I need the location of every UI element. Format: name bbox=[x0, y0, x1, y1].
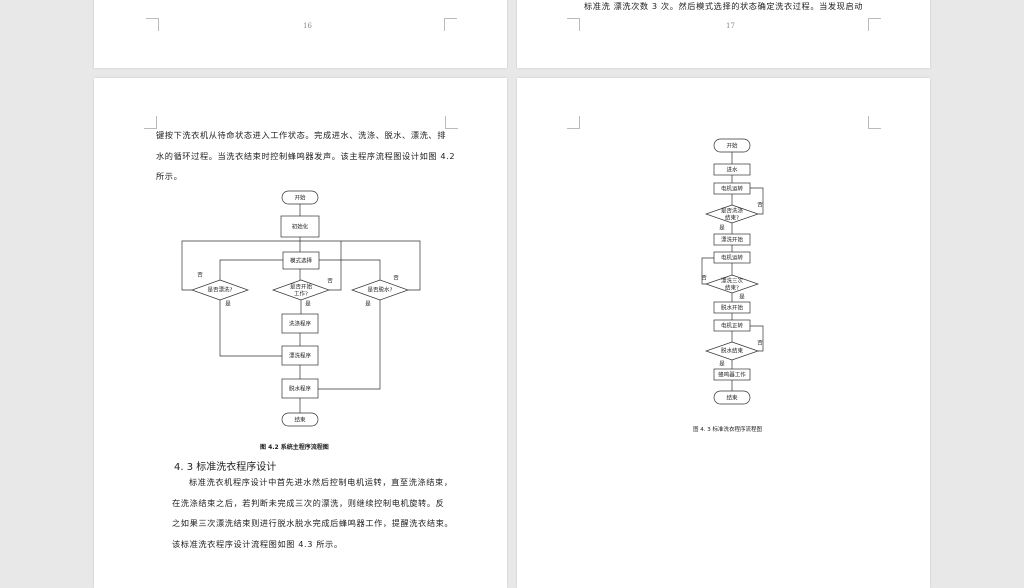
flow-text: 脱水结束 bbox=[721, 347, 744, 355]
margin-mark bbox=[146, 18, 159, 31]
flow-text: 初始化 bbox=[292, 223, 309, 231]
body-line: 键按下洗衣机从待命状态进入工作状态。完成进水、洗涤、脱水、漂洗、排 bbox=[156, 130, 446, 140]
flow-text: 结束? bbox=[725, 284, 739, 292]
figure-caption: 图 4.2 系统主程序流程图 bbox=[260, 444, 329, 451]
page-number: 16 bbox=[303, 22, 312, 30]
flow-text: 工作? bbox=[294, 290, 308, 298]
flow-text: 否 bbox=[197, 272, 203, 279]
body-line: 标准洗衣机程序设计中首先进水然后控制电机运转，直至洗涤结束， bbox=[189, 477, 453, 487]
flow-mode bbox=[282, 251, 320, 270]
flow-text: 开始 bbox=[726, 142, 738, 150]
body-line: 之如果三次漂洗结束则进行脱水脱水完成后蜂鸣器工作，提醒洗衣结束。 bbox=[172, 518, 454, 528]
flow-text: 洗涤程序 bbox=[289, 320, 312, 328]
flow-text: 漂洗开始 bbox=[721, 236, 744, 244]
flow-text: 是 bbox=[225, 301, 231, 308]
flow-text: 开始 bbox=[294, 194, 306, 202]
flow-arrows bbox=[299, 204, 302, 413]
page-18: 键按下洗衣机从待命状态进入工作状态。完成进水、洗涤、脱水、漂洗、排 水的循环过程… bbox=[94, 78, 507, 588]
flow-text: 电机正转 bbox=[721, 322, 744, 330]
body-text: 标准洗 漂洗次数 3 次。然后模式选择的状态确定洗衣过程。当发现启动 bbox=[584, 1, 864, 11]
flow-text: 电机运转 bbox=[721, 185, 744, 193]
margin-mark bbox=[144, 116, 157, 129]
flow-text: 电机运转 bbox=[721, 254, 744, 262]
flow-text: 是 bbox=[305, 301, 311, 308]
flow-text: 是 bbox=[739, 294, 745, 301]
flow-text: 结束? bbox=[725, 214, 739, 222]
flow-text: 是否漂洗? bbox=[208, 286, 233, 294]
flow-text: 是否洗涤 bbox=[721, 207, 744, 215]
flow-text: 脱水程序 bbox=[289, 385, 312, 393]
flow-branch-lines bbox=[219, 259, 381, 280]
flow-text: 是 bbox=[719, 225, 725, 232]
flow-text: 模式选择 bbox=[290, 257, 313, 265]
flow-text: 否 bbox=[327, 278, 333, 285]
flow-text: 否 bbox=[393, 275, 399, 282]
margin-mark bbox=[567, 116, 580, 129]
margin-mark bbox=[444, 18, 457, 31]
flow-join-lines bbox=[219, 300, 381, 390]
flow-text: 漂洗三次 bbox=[721, 277, 744, 285]
flow-text: 否 bbox=[701, 275, 707, 282]
flow-text: 是 bbox=[719, 361, 725, 368]
flow-text: 结束 bbox=[726, 394, 738, 402]
flow-text: 结束 bbox=[294, 416, 306, 424]
margin-mark bbox=[445, 116, 458, 129]
page-number: 17 bbox=[726, 22, 735, 30]
flow-text: 进水 bbox=[726, 166, 738, 174]
figure-caption: 图 4. 3 标准洗衣程序流程图 bbox=[693, 427, 762, 433]
margin-mark bbox=[868, 18, 881, 31]
body-line: 所示。 bbox=[156, 171, 183, 181]
flow-text: 是 bbox=[365, 301, 371, 308]
flow-text: 是否脱水? bbox=[368, 286, 393, 294]
page-19: 开始 进水 电机运转 是否洗涤 结束? 漂洗开始 电机运转 漂洗三次 结束? 脱… bbox=[517, 78, 930, 588]
flow-loop-lines bbox=[181, 240, 421, 291]
page-16: 16 bbox=[94, 0, 507, 68]
flow-text: 蜂鸣器工作 bbox=[718, 371, 746, 379]
body-line: 该标准洗衣程序设计流程图如图 4.3 所示。 bbox=[172, 538, 343, 549]
body-line: 水的循环过程。当洗衣结束时控制蜂鸣器发声。该主程序流程图设计如图 4.2 bbox=[156, 150, 456, 161]
margin-mark bbox=[567, 18, 580, 31]
flow-text: 脱水开始 bbox=[721, 304, 744, 312]
flow-text: 否 bbox=[757, 202, 763, 209]
body-line: 在洗涤结束之后，若判断未完成三次的漂洗，则继续控制电机旋转。反 bbox=[172, 497, 445, 508]
flow-text: 否 bbox=[757, 340, 763, 347]
flow-text: 是否开始 bbox=[290, 283, 313, 291]
section-heading: 4. 3 标准洗衣程序设计 bbox=[174, 462, 277, 473]
flow-text: 漂洗程序 bbox=[289, 352, 312, 360]
standard-wash-flowchart: 开始 进水 电机运转 是否洗涤 结束? 漂洗开始 电机运转 漂洗三次 结束? 脱… bbox=[701, 138, 764, 405]
margin-mark bbox=[868, 116, 881, 129]
main-flowchart: 开始 初始化 模式选择 是否漂洗? 是否开始 工作? 是否脱水? 洗涤程序 漂洗… bbox=[181, 190, 421, 427]
flow-loop-lines bbox=[701, 187, 764, 352]
page-17: 标准洗 漂洗次数 3 次。然后模式选择的状态确定洗衣过程。当发现启动 17 bbox=[517, 0, 930, 68]
